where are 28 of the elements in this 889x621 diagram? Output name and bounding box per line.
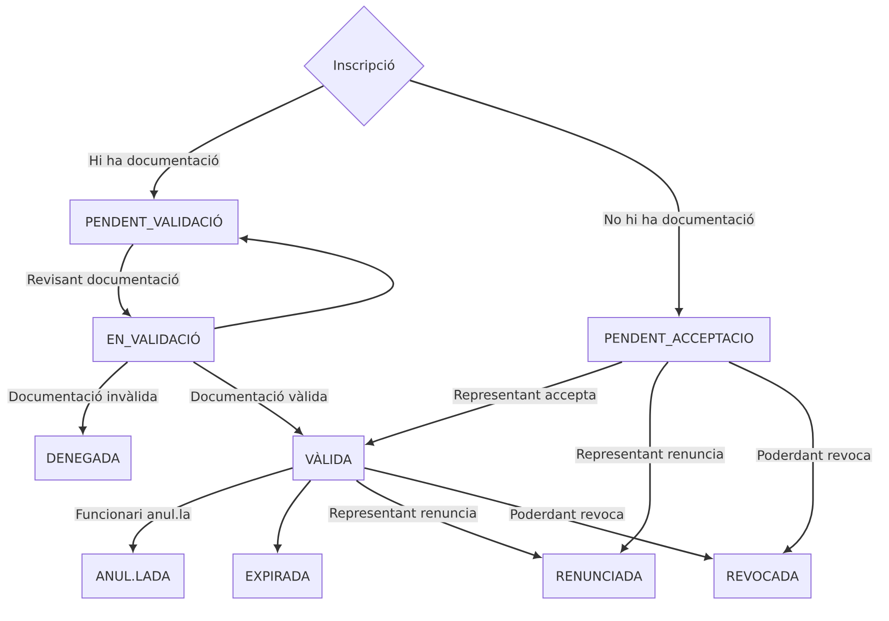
state-box: PENDENT_VALIDACIÓ [70, 200, 238, 244]
arrow [274, 480, 312, 552]
arrow [118, 244, 134, 316]
state-box: PENDENT_ACCEPTACIO [588, 317, 770, 362]
arrow [129, 467, 293, 552]
edge-label: Poderdant revoca [756, 448, 872, 462]
edge-label: Representant accepta [452, 388, 598, 404]
arrow [410, 80, 683, 316]
edge-label: Representant renuncia [328, 506, 478, 522]
arrow [728, 361, 814, 553]
state-box: EXPIRADA [232, 554, 322, 598]
edge-label: Documentació invàlida [7, 388, 159, 404]
state-box: EN_VALIDACIÓ [92, 317, 214, 362]
state-box: RENUNCIADA [542, 554, 656, 598]
edge-label: Funcionari anul.la [74, 506, 192, 522]
arrow [214, 235, 394, 330]
arrow [150, 85, 324, 198]
edge-label: No hi ha documentació [602, 212, 756, 226]
state-box: VÀLIDA [292, 436, 364, 480]
state-box: REVOCADA [714, 554, 812, 598]
edge-label: Revisant documentació [26, 272, 180, 286]
edge-label: Representant renuncia [575, 446, 725, 464]
state-box: ANUL.LADA [82, 554, 184, 598]
edge-label: Poderdant revoca [508, 506, 626, 522]
edge-label: Hi ha documentació [88, 152, 220, 168]
arrow [620, 361, 669, 552]
edge-label: Documentació vàlida [189, 388, 329, 404]
state-box: DENEGADA [34, 436, 132, 480]
